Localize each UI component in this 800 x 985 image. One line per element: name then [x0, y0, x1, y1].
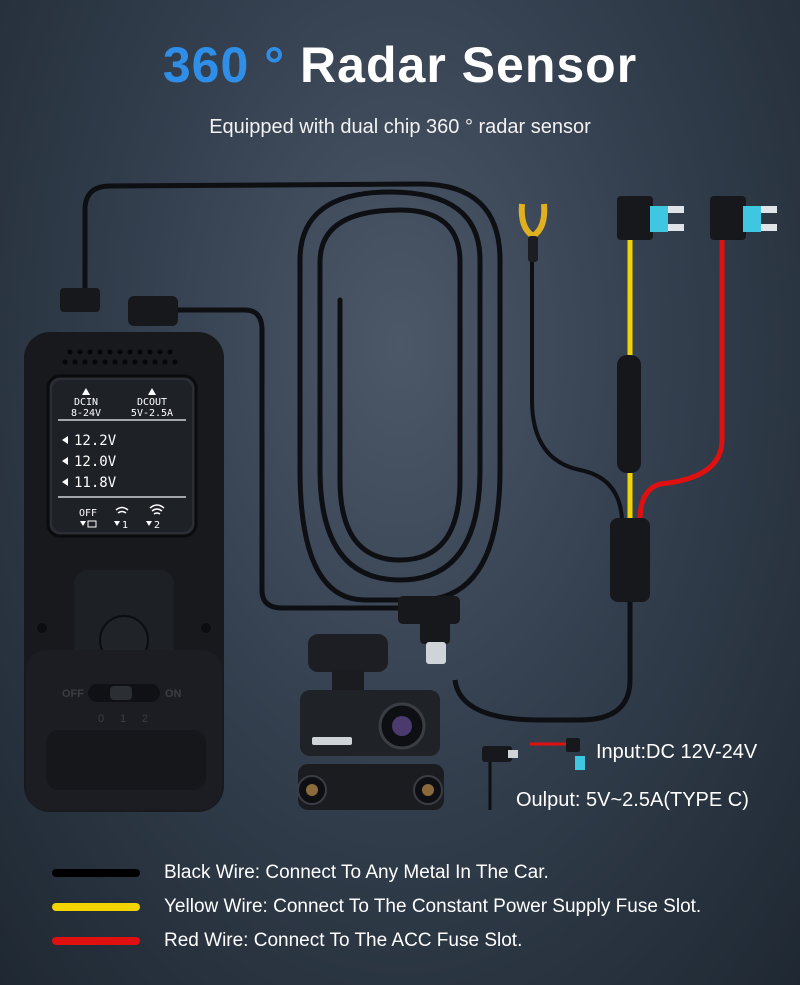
dcin-label: DCIN	[74, 397, 98, 408]
ground-wire	[518, 203, 624, 521]
switch-off-label: OFF	[62, 688, 84, 700]
input-spec: Input:DC 12V-24V	[596, 741, 758, 763]
output-spec: Oulput: 5V~2.5A(TYPE C)	[516, 789, 749, 811]
dcout-label: DCOUT	[137, 397, 167, 408]
yellow-wire	[617, 238, 641, 520]
fuse-tap-yellow	[617, 196, 684, 240]
legend-row-red: Red Wire: Connect To The ACC Fuse Slot.	[52, 926, 522, 956]
legend-text-yellow: Yellow Wire: Connect To The Constant Pow…	[164, 896, 702, 917]
title-main: Radar Sensor	[300, 37, 638, 93]
voltage-option-1: 12.2V	[74, 433, 117, 449]
legend-swatch-black	[52, 869, 140, 877]
legend-swatch-red	[52, 937, 140, 945]
mode-2-label: 2	[154, 520, 160, 531]
dcout-range: 5V-2.5A	[131, 408, 173, 419]
dcin-range: 8-24V	[71, 408, 101, 419]
legend-row-yellow: Yellow Wire: Connect To The Constant Pow…	[52, 892, 701, 922]
switch-pos-0: 0	[98, 713, 104, 725]
mode-off-label: OFF	[79, 508, 97, 519]
legend-swatch-yellow	[52, 903, 140, 911]
subtitle: Equipped with dual chip 360 ° radar sens…	[209, 116, 591, 138]
dash-cam	[297, 634, 444, 810]
input-icon	[530, 738, 585, 770]
switch-on-label: ON	[165, 688, 182, 700]
wire-junction	[610, 518, 650, 602]
fuse-tap-red	[710, 196, 777, 240]
legend-row-black: Black Wire: Connect To Any Metal In The …	[52, 858, 549, 888]
switch-pos-1: 1	[120, 713, 126, 725]
title-accent: 360 °	[162, 37, 286, 93]
usb-c-icon	[482, 746, 518, 810]
switch-pos-2: 2	[142, 713, 148, 725]
mode-1-label: 1	[122, 520, 128, 531]
legend-text-red: Red Wire: Connect To The ACC Fuse Slot.	[164, 930, 523, 951]
red-wire	[637, 238, 725, 521]
wifi-icon	[115, 506, 129, 514]
wifi-icon	[149, 504, 165, 515]
voltage-option-3: 11.8V	[74, 475, 117, 491]
legend-text-black: Black Wire: Connect To Any Metal In The …	[164, 862, 549, 883]
radar-module: DCIN 8-24V DCOUT 5V-2.5A 12.2V 12.0V 11.…	[24, 288, 224, 812]
usb-c-plug	[398, 596, 460, 664]
voltage-option-2: 12.0V	[74, 454, 117, 470]
page-title: 360 ° Radar Sensor	[0, 36, 800, 94]
